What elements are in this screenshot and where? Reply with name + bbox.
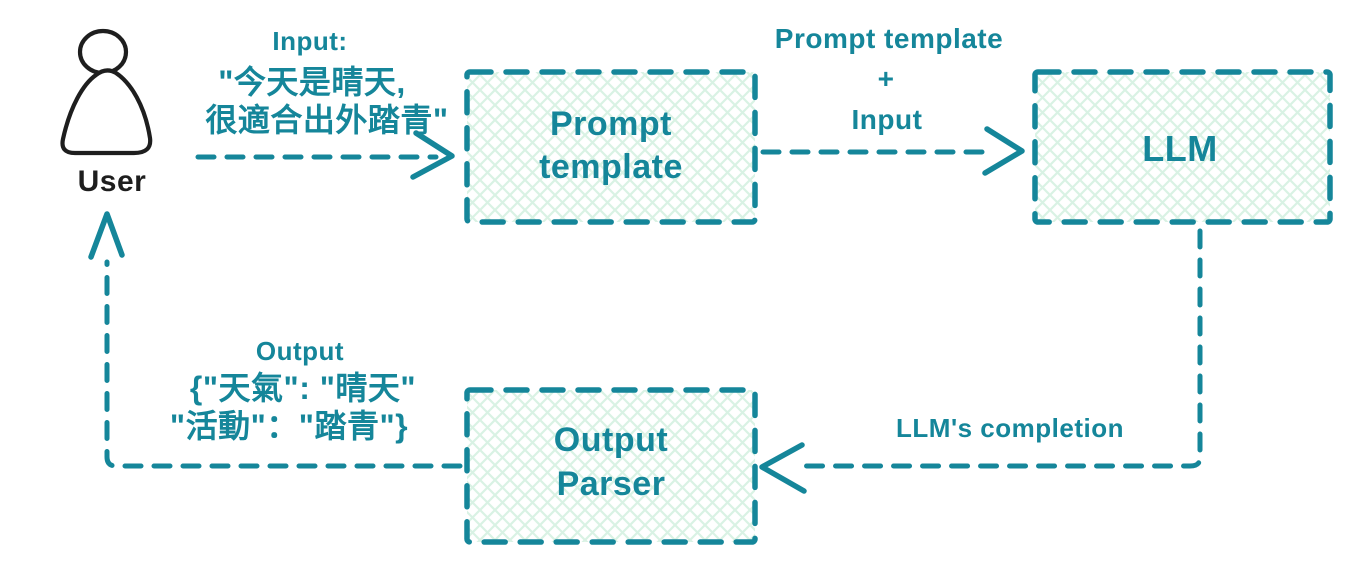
edge-label-input-text-1: "今天是晴天,: [218, 64, 406, 100]
prompt-template-label-2: template: [539, 148, 683, 186]
arrow-parser-to-user-line: [104, 259, 463, 469]
user-head-icon: [77, 28, 129, 76]
edge-label-input-text-2: 很適合出外踏青": [205, 102, 448, 138]
edge-label-llm-completion: LLM's completion: [896, 413, 1124, 443]
llm-label: LLM: [1142, 128, 1217, 169]
node-output-parser: Output Parser: [464, 387, 758, 545]
arrow-prompt-to-llm: Prompt template + Input: [760, 23, 1025, 176]
node-llm: LLM: [1032, 69, 1333, 225]
arrow-llm-to-parser-line: [797, 228, 1203, 469]
arrow-user-to-prompt: Input: "今天是晴天, 很適合出外踏青": [195, 26, 455, 180]
llm-box: [1032, 69, 1333, 225]
arrow-parser-to-user: Output {"天氣": "晴天" "活動"："踏青"}: [88, 211, 463, 469]
user-body-icon: [60, 68, 153, 156]
output-parser-label-1: Output: [554, 421, 668, 459]
edge-label-input-title: Input:: [272, 26, 347, 56]
user-label: User: [78, 165, 147, 198]
user-actor: User: [60, 28, 153, 198]
edge-label-prompt-plus-input-2: +: [878, 63, 895, 94]
edge-label-prompt-plus-input-1: Prompt template: [775, 23, 1003, 54]
edge-label-output-title: Output: [256, 336, 344, 366]
edge-label-prompt-plus-input-3: Input: [852, 104, 923, 135]
prompt-template-box: [464, 69, 758, 225]
edge-label-output-json-1: {"天氣": "晴天": [190, 370, 416, 406]
node-prompt-template: Prompt template: [464, 69, 758, 225]
prompt-template-label-1: Prompt: [550, 105, 672, 143]
arrow-llm-to-parser: LLM's completion: [759, 228, 1203, 494]
arrow-up-icon: [88, 211, 125, 260]
output-parser-label-2: Parser: [557, 465, 666, 503]
arrow-left-icon: [759, 442, 807, 494]
output-parser-box: [464, 387, 758, 545]
edge-label-output-json-2: "活動"："踏青"}: [170, 408, 408, 444]
arrow-right-icon: [982, 126, 1025, 176]
arrow-right-icon: [410, 130, 455, 180]
